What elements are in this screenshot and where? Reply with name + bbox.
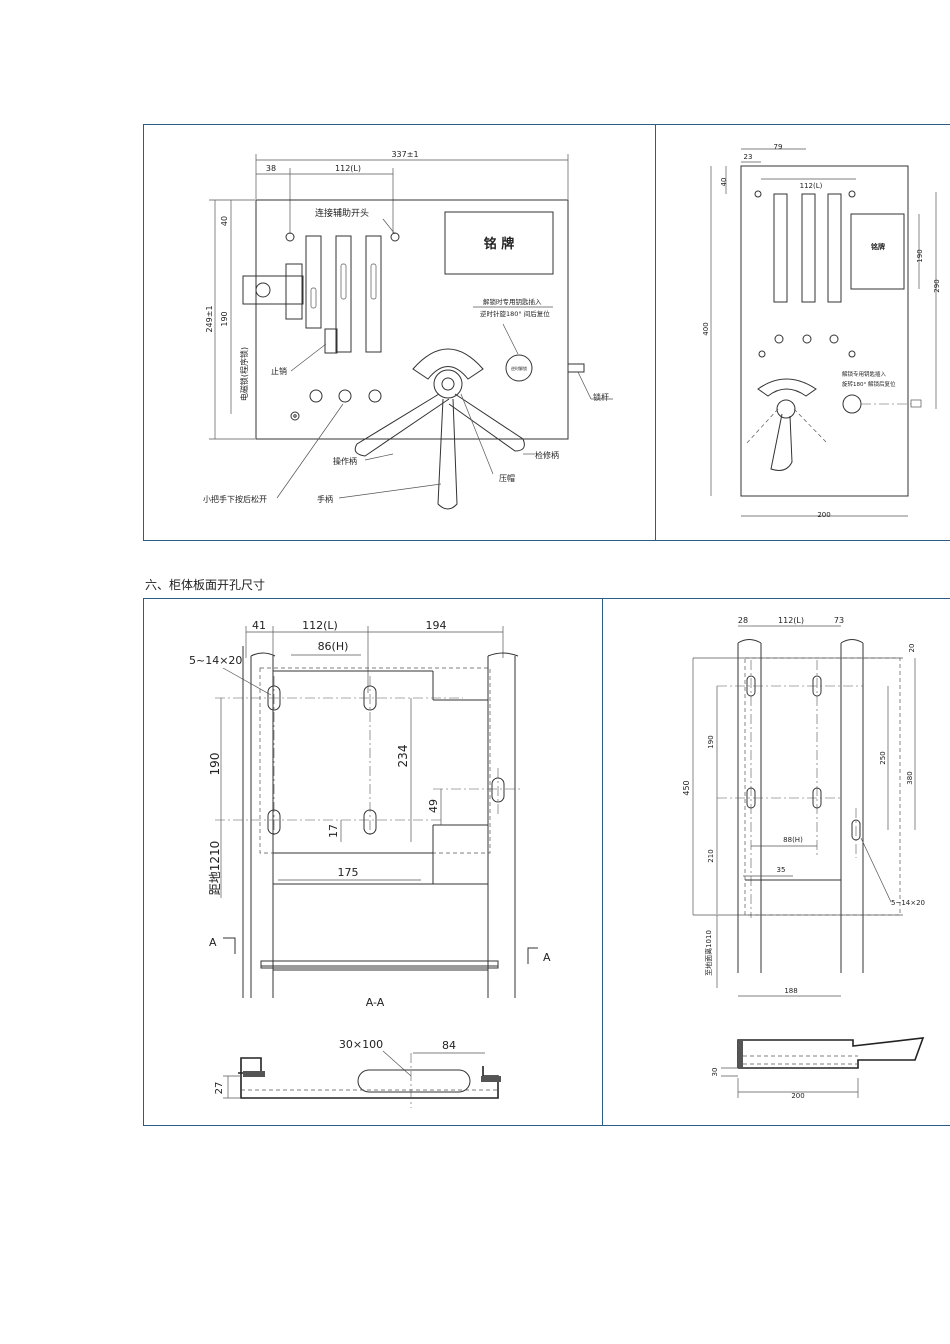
bottom-panel-divider (602, 598, 603, 1126)
hole-spec-right: 5~14×20 (891, 899, 925, 907)
dim-210: 210 (707, 849, 715, 862)
hole-spec: 5~14×20 (189, 654, 242, 667)
unlock-note-2: 逆时针旋180° 间后复位 (480, 309, 550, 318)
slot-1 (305, 235, 322, 329)
panel-body (255, 199, 569, 440)
dim-88: 88(H) (783, 836, 803, 844)
dim-112-right: 112(L) (778, 616, 804, 625)
dim-175: 175 (338, 866, 359, 879)
slot-spec: 30×100 (339, 1038, 383, 1051)
dim-86: 86(H) (318, 640, 349, 653)
nameplate-text: 铭 牌 (484, 236, 515, 252)
dim-84: 84 (442, 1039, 456, 1052)
slot-2 (335, 235, 352, 353)
dim-left-offset: 38 (266, 164, 276, 173)
dim-slot-spacing: 112(L) (800, 182, 823, 190)
dim-250: 250 (879, 751, 887, 764)
floor-distance-right: 至地面离1010 (704, 930, 713, 976)
slot-3 (365, 235, 382, 353)
section-a-left: A (209, 936, 217, 949)
dim-inner-height: 190 (220, 311, 229, 326)
unlock-note-1: 解锁时专用钥匙插入 (483, 297, 542, 306)
dim-bottom-width: 200 (817, 511, 830, 519)
dim-height: 249±1 (205, 305, 214, 332)
maintenance-handle-label: 检修柄 (535, 450, 559, 460)
section-heading: 六、柜体板面开孔尺寸 (145, 578, 266, 592)
operating-handle-label: 操作柄 (333, 456, 357, 466)
section-a-right: A (543, 951, 551, 964)
section-slot (357, 1069, 471, 1093)
press-cap-label: 压帽 (499, 473, 515, 483)
top-left-drawing: 337±1 38 112(L) 40 249±1 190 铭 牌 连接辅助开头 … (203, 150, 613, 510)
bottom-right-drawing: 28 112(L) 73 20 190 250 380 450 210 88(H… (682, 616, 925, 1100)
top-dimension-lines (209, 154, 569, 440)
aux-switch-label: 连接辅助开头 (315, 207, 369, 219)
handle-label: 手柄 (317, 494, 333, 504)
right-section-profile (737, 1037, 925, 1069)
dim-right-height: 290 (933, 279, 941, 292)
dim-height: 400 (702, 322, 710, 335)
electromagnetic-lock (242, 275, 304, 305)
electromagnetic-lock-label: 电磁锁(程序锁) (239, 347, 249, 401)
dim-380: 380 (906, 771, 914, 784)
dim-190: 190 (208, 753, 222, 776)
dim-49: 49 (427, 799, 440, 813)
dim-73: 73 (834, 616, 844, 625)
right-holes (758, 334, 856, 358)
right-note-2: 旋转180° 解锁后复位 (842, 380, 896, 388)
dim-nameplate-height: 190 (916, 249, 924, 262)
dim-234: 234 (396, 745, 410, 768)
lower-holes (290, 389, 382, 421)
nameplate-box (444, 211, 554, 275)
right-panel-outline (740, 165, 909, 497)
top-panel-divider (655, 124, 656, 541)
small-handle-release-label: 小把手下按后松开 (203, 494, 267, 504)
dim-17: 17 (327, 824, 340, 838)
dim-194: 194 (426, 619, 447, 632)
dim-top-offset: 40 (720, 178, 728, 187)
dim-112: 112(L) (302, 619, 338, 632)
handle-operating (354, 393, 450, 457)
floor-distance: 距地1210 (208, 841, 222, 896)
dim-200-right: 200 (791, 1092, 804, 1100)
dim-slot-spacing: 112(L) (335, 164, 361, 173)
dim-top-offset: 40 (220, 216, 229, 226)
right-arc-indicator (757, 378, 817, 397)
right-nameplate-box (850, 213, 905, 290)
dim-35: 35 (777, 866, 786, 874)
section-caption: A-A (366, 996, 385, 1009)
lock-rod-label: 锁杆 (593, 392, 609, 402)
bottom-left-drawing: 41 112(L) 194 86(H) 5~14×20 190 234 49 1… (189, 619, 551, 1108)
handle-main (437, 398, 458, 510)
unlock-knob-label: 逆时解锁 (511, 365, 527, 371)
dim-28: 28 (738, 616, 748, 625)
arc-indicator (412, 348, 484, 380)
stop-pin-label: 止销 (271, 366, 287, 376)
dim-20: 20 (908, 644, 916, 653)
right-note-1: 解锁专用钥匙插入 (842, 370, 887, 378)
handle-maintenance (448, 393, 525, 452)
dim-450: 450 (682, 780, 691, 795)
dim-188: 188 (784, 987, 797, 995)
dim-width-top: 79 (774, 143, 783, 151)
dim-30: 30 (711, 1068, 719, 1077)
right-nameplate-text: 铭牌 (871, 242, 885, 251)
dim-27: 27 (214, 1082, 225, 1095)
dim-left-offset: 23 (744, 153, 753, 161)
dim-41: 41 (252, 619, 266, 632)
dim-total-width: 337±1 (391, 150, 418, 159)
unlock-knob (505, 354, 533, 382)
dim-190-right: 190 (707, 735, 715, 748)
top-right-drawing: 79 23 40 112(L) 400 190 290 200 铭牌 解锁专用钥… (702, 143, 941, 519)
